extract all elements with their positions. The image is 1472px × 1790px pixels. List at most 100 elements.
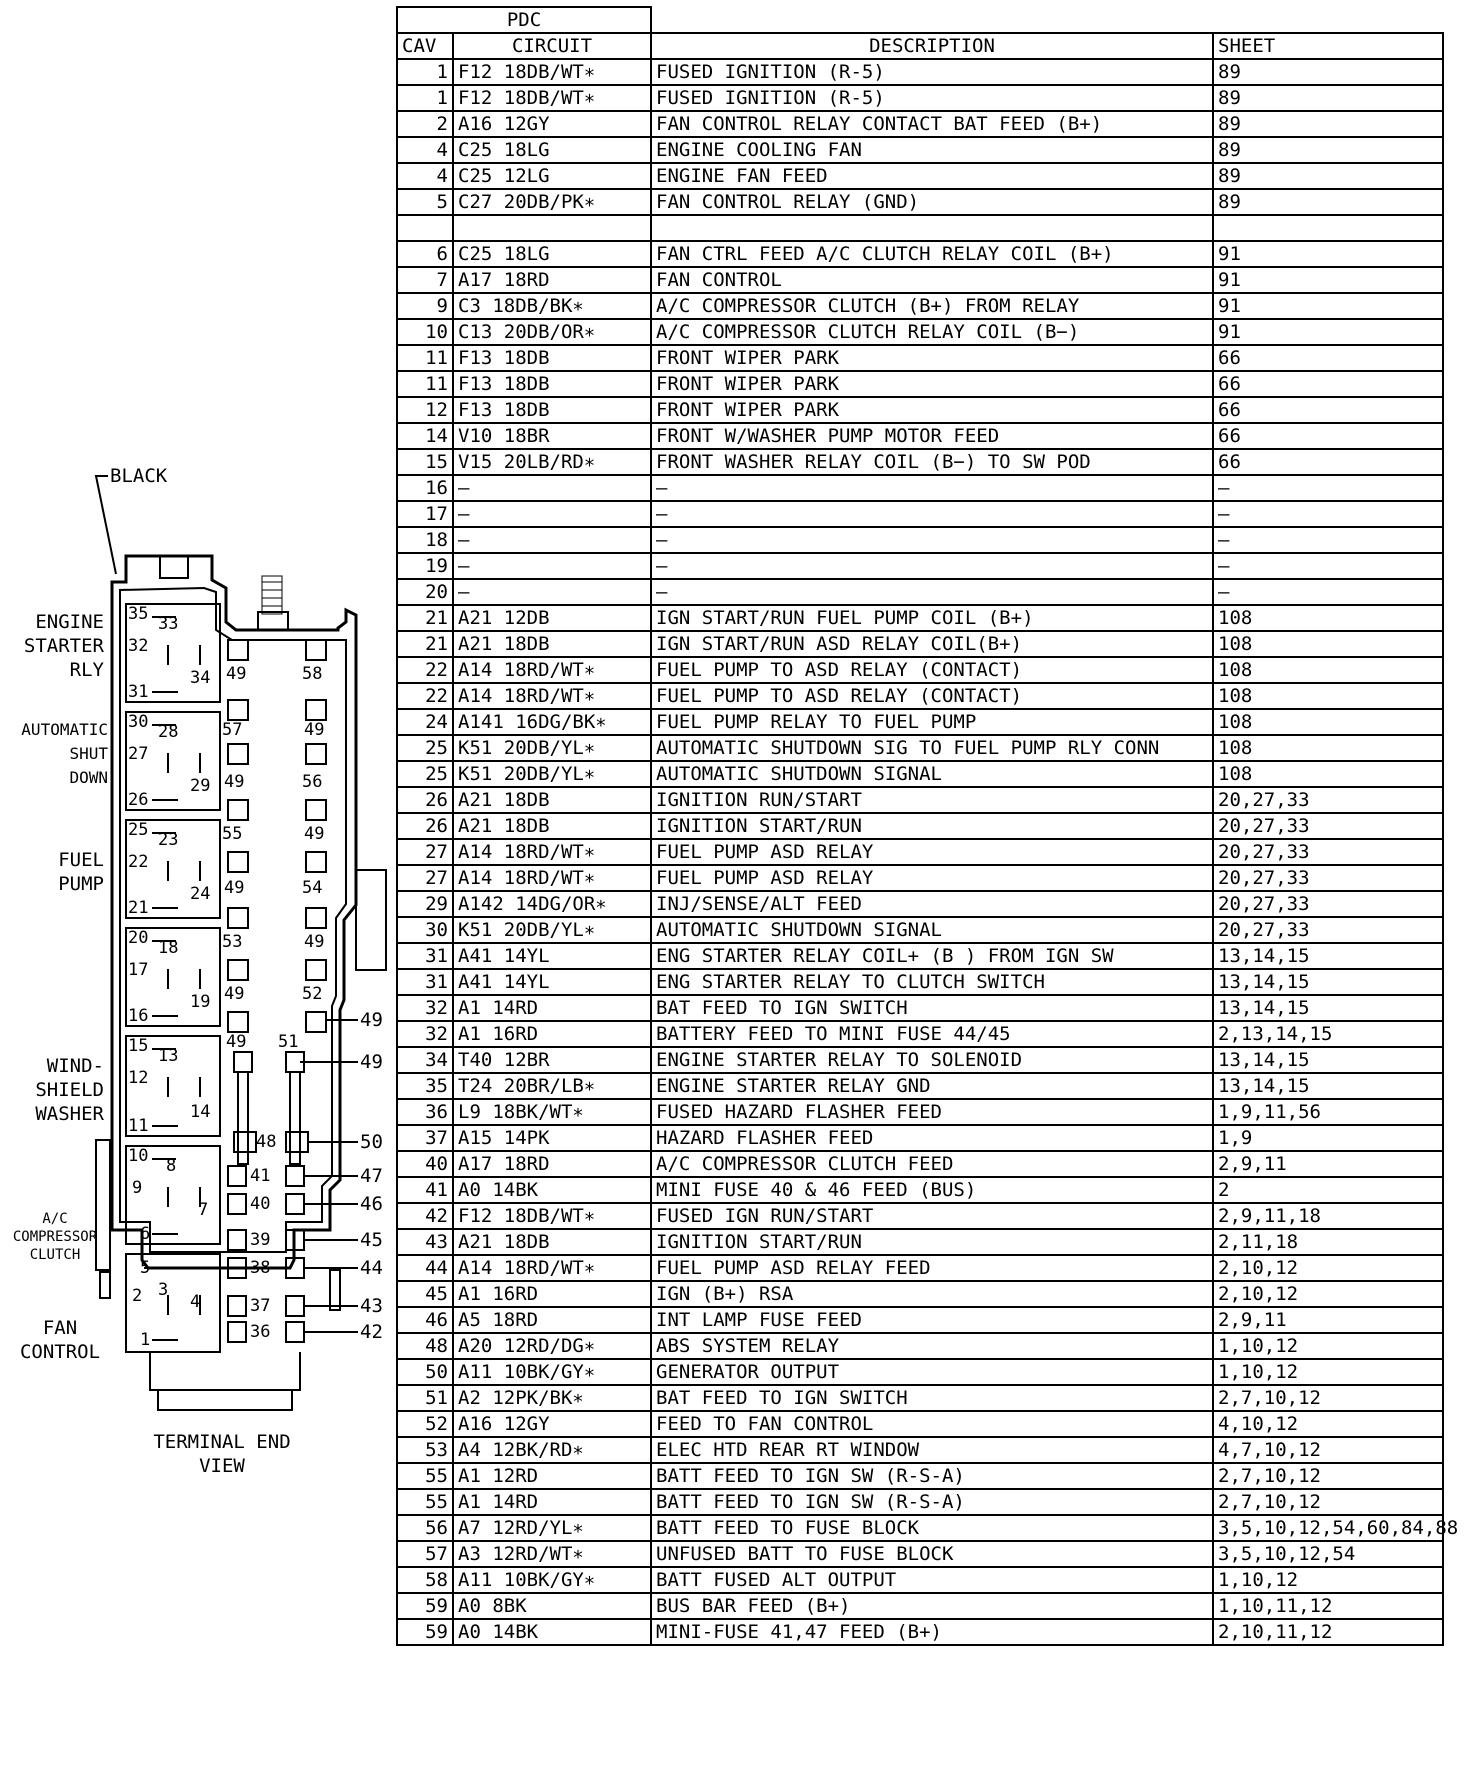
circuit-cell: A21 12DB: [451, 604, 653, 632]
pin-number: 1: [140, 1330, 151, 1350]
pin-number: 11: [128, 1116, 149, 1136]
description-cell: INJ/SENSE/ALT FEED: [650, 890, 1215, 918]
cav-cell: 50: [396, 1358, 454, 1386]
description-cell: —: [650, 526, 1215, 554]
cav-cell: 26: [396, 812, 454, 840]
cav-cell: 31: [396, 942, 454, 970]
sheet-cell: —: [1212, 474, 1445, 502]
description-cell: BUS BAR FEED (B+): [650, 1592, 1215, 1620]
sheet-cell: 20,27,33: [1212, 916, 1445, 944]
circuit-cell: T40 12BR: [451, 1046, 653, 1074]
cav-cell: 27: [396, 864, 454, 892]
cav-cell: 40: [396, 1150, 454, 1178]
circuit-cell: C3 18DB/BK∗: [451, 292, 653, 320]
slot-number: 49: [304, 720, 325, 740]
table-row: 19———: [396, 552, 1445, 580]
callout-number: 45: [360, 1229, 383, 1251]
circuit-cell: F13 18DB: [451, 344, 653, 372]
circuit-cell: A142 14DG/OR∗: [451, 890, 653, 918]
sheet-cell: 108: [1212, 760, 1445, 788]
circuit-cell: A1 16RD: [451, 1280, 653, 1308]
description-cell: BATT FEED TO IGN SW (R-S-A): [650, 1462, 1215, 1490]
pin-number: 13: [158, 1046, 179, 1066]
cav-cell: 30: [396, 916, 454, 944]
slot-number: 53: [222, 932, 243, 952]
cav-cell: 26: [396, 786, 454, 814]
sheet-cell: 1,10,12: [1212, 1332, 1445, 1360]
pin-number: 12: [128, 1068, 149, 1088]
cav-cell: 2: [396, 110, 454, 138]
pin-number: 34: [190, 668, 211, 688]
description-cell: FUEL PUMP RELAY TO FUEL PUMP: [650, 708, 1215, 736]
column-header-circuit: CIRCUIT: [451, 32, 653, 60]
slot-number: 49: [304, 824, 325, 844]
column-header-cav: CAV: [396, 32, 454, 60]
slot-number: 49: [224, 878, 245, 898]
cav-cell: 25: [396, 734, 454, 762]
description-cell: IGN START/RUN FUEL PUMP COIL (B+): [650, 604, 1215, 632]
sheet-cell: 66: [1212, 422, 1445, 450]
description-cell: AUTOMATIC SHUTDOWN SIGNAL: [650, 760, 1215, 788]
description-cell: FRONT WASHER RELAY COIL (B−) TO SW POD: [650, 448, 1215, 476]
cav-cell: 24: [396, 708, 454, 736]
description-cell: MINI-FUSE 41,47 FEED (B+): [650, 1618, 1215, 1646]
circuit-cell: A4 12BK/RD∗: [451, 1436, 653, 1464]
sheet-cell: 66: [1212, 344, 1445, 372]
description-cell: ENGINE FAN FEED: [650, 162, 1215, 190]
sheet-cell: 2,7,10,12: [1212, 1462, 1445, 1490]
description-cell: IGNITION START/RUN: [650, 1228, 1215, 1256]
cav-cell: 35: [396, 1072, 454, 1100]
cav-cell: 44: [396, 1254, 454, 1282]
slot-number: 37: [250, 1296, 271, 1316]
description-cell: A/C COMPRESSOR CLUTCH (B+) FROM RELAY: [650, 292, 1215, 320]
terminal-end-view-label: TERMINAL END VIEW: [153, 1431, 291, 1477]
relay-label-engine-starter: ENGINE STARTER RLY: [23, 611, 104, 681]
circuit-cell: A21 18DB: [451, 1228, 653, 1256]
cav-cell: 22: [396, 656, 454, 684]
cav-cell: 6: [396, 240, 454, 268]
pin-number: 2: [132, 1286, 143, 1306]
circuit-cell: K51 20DB/YL∗: [451, 916, 653, 944]
description-cell: HAZARD FLASHER FEED: [650, 1124, 1215, 1152]
cav-cell: 46: [396, 1306, 454, 1334]
slot-number: 58: [302, 664, 323, 684]
sheet-cell: 4,7,10,12: [1212, 1436, 1445, 1464]
pin-number: 16: [128, 1006, 149, 1026]
pin-number: 17: [128, 960, 149, 980]
callout-number: 46: [360, 1193, 383, 1215]
sheet-cell: 2,9,11: [1212, 1150, 1445, 1178]
sheet-cell: 2,11,18: [1212, 1228, 1445, 1256]
circuit-cell: —: [451, 526, 653, 554]
cav-cell: 9: [396, 292, 454, 320]
cav-cell: 58: [396, 1566, 454, 1594]
description-cell: UNFUSED BATT TO FUSE BLOCK: [650, 1540, 1215, 1568]
cav-cell: [396, 214, 454, 242]
sheet-cell: —: [1212, 552, 1445, 580]
circuit-cell: A14 18RD/WT∗: [451, 682, 653, 710]
cav-cell: 15: [396, 448, 454, 476]
pin-number: 29: [190, 776, 211, 796]
cav-cell: 21: [396, 604, 454, 632]
sheet-cell: 20,27,33: [1212, 838, 1445, 866]
slot-number: 51: [278, 1032, 299, 1052]
description-cell: BATT FUSED ALT OUTPUT: [650, 1566, 1215, 1594]
description-cell: BATT FEED TO IGN SW (R-S-A): [650, 1488, 1215, 1516]
circuit-cell: F12 18DB/WT∗: [451, 58, 653, 86]
description-cell: FRONT WIPER PARK: [650, 370, 1215, 398]
cav-cell: 10: [396, 318, 454, 346]
sheet-cell: —: [1212, 578, 1445, 606]
description-cell: FAN CONTROL RELAY (GND): [650, 188, 1215, 216]
